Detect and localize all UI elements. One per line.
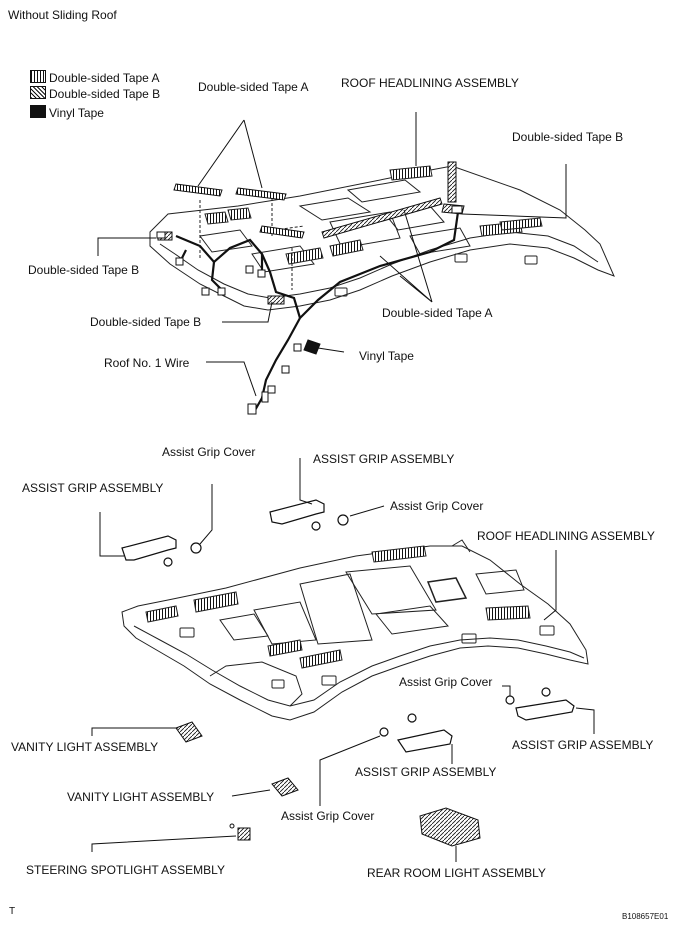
legend-tape-a-label: Double-sided Tape A xyxy=(49,71,160,85)
assist-grips xyxy=(121,499,575,753)
legend-vinyl-label: Vinyl Tape xyxy=(49,106,104,120)
lower-headlining xyxy=(121,539,589,721)
label-assist-grip-assembly-bottom: ASSIST GRIP ASSEMBLY xyxy=(355,765,497,779)
page-title: Without Sliding Roof xyxy=(8,8,117,22)
label-vanity-light-2: VANITY LIGHT ASSEMBLY xyxy=(67,790,215,804)
label-assist-grip-cover-right: Assist Grip Cover xyxy=(399,675,493,689)
footer-mark: T xyxy=(9,906,16,917)
label-assist-grip-cover-top: Assist Grip Cover xyxy=(162,445,256,459)
label-tape-b-right: Double-sided Tape B xyxy=(512,130,624,144)
tape-a-swatch-icon xyxy=(30,70,46,83)
upper-headlining xyxy=(149,165,615,311)
label-roof-headlining-upper: ROOF HEADLINING ASSEMBLY xyxy=(341,76,519,90)
lower-leaders xyxy=(91,458,595,862)
label-tape-b-left: Double-sided Tape B xyxy=(28,263,140,277)
label-assist-grip-cover-mid: Assist Grip Cover xyxy=(390,499,484,513)
label-assist-grip-assembly-top: ASSIST GRIP ASSEMBLY xyxy=(313,452,455,466)
roof-wire xyxy=(175,211,460,413)
label-vinyl-tape: Vinyl Tape xyxy=(359,349,414,363)
legend-tape-b-label: Double-sided Tape B xyxy=(49,87,161,101)
label-assist-grip-assembly-left: ASSIST GRIP ASSEMBLY xyxy=(22,481,164,495)
label-roof-headlining-lower: ROOF HEADLINING ASSEMBLY xyxy=(477,529,655,543)
label-roof-wire: Roof No. 1 Wire xyxy=(104,356,190,370)
tape-b-swatch-icon xyxy=(30,86,46,99)
wire-connectors xyxy=(156,205,463,415)
label-tape-a-lower: Double-sided Tape A xyxy=(382,306,493,320)
legend-vinyl: Vinyl Tape xyxy=(30,105,104,120)
label-tape-a-top: Double-sided Tape A xyxy=(198,80,309,94)
label-tape-b-lower: Double-sided Tape B xyxy=(90,315,202,329)
label-assist-grip-cover-bottom: Assist Grip Cover xyxy=(281,809,375,823)
label-assist-grip-assembly-right: ASSIST GRIP ASSEMBLY xyxy=(512,738,654,752)
label-vanity-light-1: VANITY LIGHT ASSEMBLY xyxy=(11,740,159,754)
lights xyxy=(175,721,481,847)
upper-leaders xyxy=(97,112,567,397)
label-steering-spotlight: STEERING SPOTLIGHT ASSEMBLY xyxy=(26,863,225,877)
label-rear-room-light: REAR ROOM LIGHT ASSEMBLY xyxy=(367,866,546,880)
vinyl-swatch-icon xyxy=(30,105,46,118)
figure-id: B108657E01 xyxy=(622,912,669,921)
legend-tape-b: Double-sided Tape B xyxy=(30,86,160,101)
legend-tape-a: Double-sided Tape A xyxy=(30,70,160,85)
